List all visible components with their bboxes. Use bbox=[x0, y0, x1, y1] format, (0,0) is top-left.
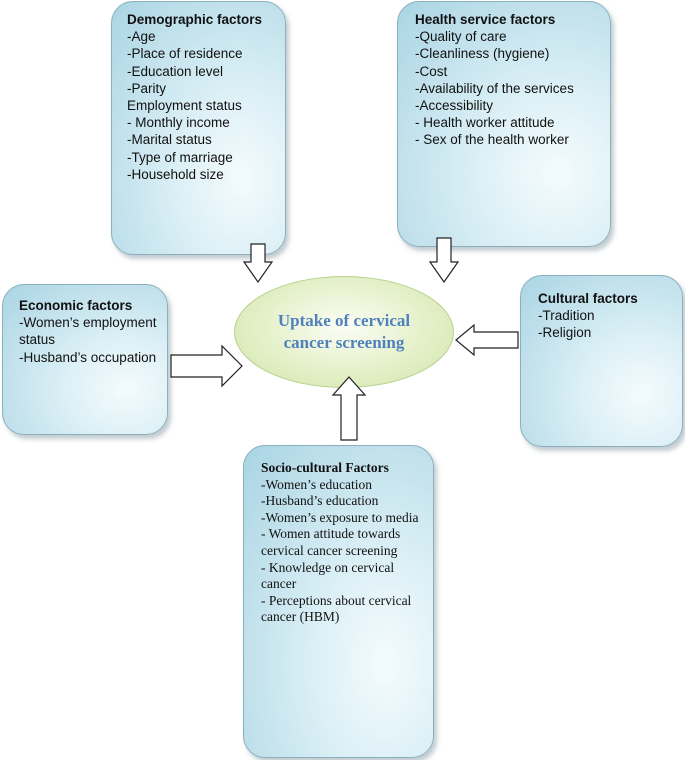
demographic-factors-box: Demographic factors -Age -Place of resid… bbox=[111, 1, 286, 255]
list-item: -Marital status bbox=[127, 132, 212, 148]
center-label: Uptake of cervical cancer screening bbox=[277, 311, 411, 352]
cultural-factors-box: Cultural factors -Tradition -Religion bbox=[520, 275, 683, 447]
list-item: -Cleanliness (hygiene) bbox=[415, 46, 550, 62]
economic-factors-list: -Women’s employment status -Husband’s oc… bbox=[19, 314, 157, 366]
socio-cultural-factors-title: Socio-cultural Factors bbox=[261, 460, 389, 475]
health-service-factors-title: Health service factors bbox=[415, 12, 556, 27]
list-item: -Household size bbox=[127, 166, 224, 182]
list-item: -Women’s exposure to media bbox=[261, 509, 419, 525]
economic-factors-box: Economic factors -Women’s employment sta… bbox=[2, 284, 168, 435]
arrow-socio-cultural-to-center bbox=[331, 376, 367, 441]
list-item: -Husband’s occupation bbox=[19, 349, 157, 365]
list-item: -Cost bbox=[415, 63, 448, 79]
cultural-factors-title: Cultural factors bbox=[538, 291, 638, 306]
list-item: -Type of marriage bbox=[127, 149, 233, 165]
arrow-cultural-to-center bbox=[455, 323, 519, 357]
list-item: - Sex of the health worker bbox=[415, 132, 569, 148]
list-item: -Accessibility bbox=[415, 98, 494, 114]
list-item: Employment status bbox=[127, 98, 242, 114]
list-item: - Women attitude towards cervical cancer… bbox=[261, 526, 401, 558]
list-item: -Age bbox=[127, 29, 156, 45]
arrow-demographic-to-center bbox=[242, 243, 274, 284]
arrow-economic-to-center bbox=[170, 344, 243, 388]
list-item: -Religion bbox=[538, 325, 592, 341]
list-item: -Women’s employment status bbox=[19, 315, 157, 348]
list-item: -Place of residence bbox=[127, 46, 243, 62]
socio-cultural-factors-list: -Women’s education -Husband’s education … bbox=[261, 477, 423, 626]
list-item: -Tradition bbox=[538, 308, 595, 324]
list-item: - Knowledge on cervical cancer bbox=[261, 559, 395, 592]
cultural-factors-list: -Tradition -Religion bbox=[538, 307, 672, 341]
list-item: -Parity bbox=[127, 80, 167, 96]
list-item: - Perceptions about cervical cancer (HBM… bbox=[261, 592, 412, 625]
socio-cultural-factors-box: Socio-cultural Factors -Women’s educatio… bbox=[243, 445, 434, 758]
demographic-factors-list: -Age -Place of residence -Education leve… bbox=[127, 28, 275, 183]
economic-factors-title: Economic factors bbox=[19, 298, 133, 313]
health-service-factors-box: Health service factors -Quality of care … bbox=[397, 1, 611, 247]
list-item: -Quality of care bbox=[415, 29, 507, 45]
list-item: - Monthly income bbox=[127, 115, 230, 131]
health-service-factors-list: -Quality of care -Cleanliness (hygiene) … bbox=[415, 28, 600, 148]
list-item: -Availability of the services bbox=[415, 80, 574, 96]
list-item: - Health worker attitude bbox=[415, 115, 555, 131]
list-item: -Husband’s education bbox=[261, 493, 379, 509]
center-ellipse: Uptake of cervical cancer screening bbox=[234, 276, 454, 388]
arrow-health-service-to-center bbox=[428, 237, 460, 284]
list-item: -Education level bbox=[127, 63, 224, 79]
demographic-factors-title: Demographic factors bbox=[127, 12, 263, 27]
list-item: -Women’s education bbox=[261, 476, 373, 492]
